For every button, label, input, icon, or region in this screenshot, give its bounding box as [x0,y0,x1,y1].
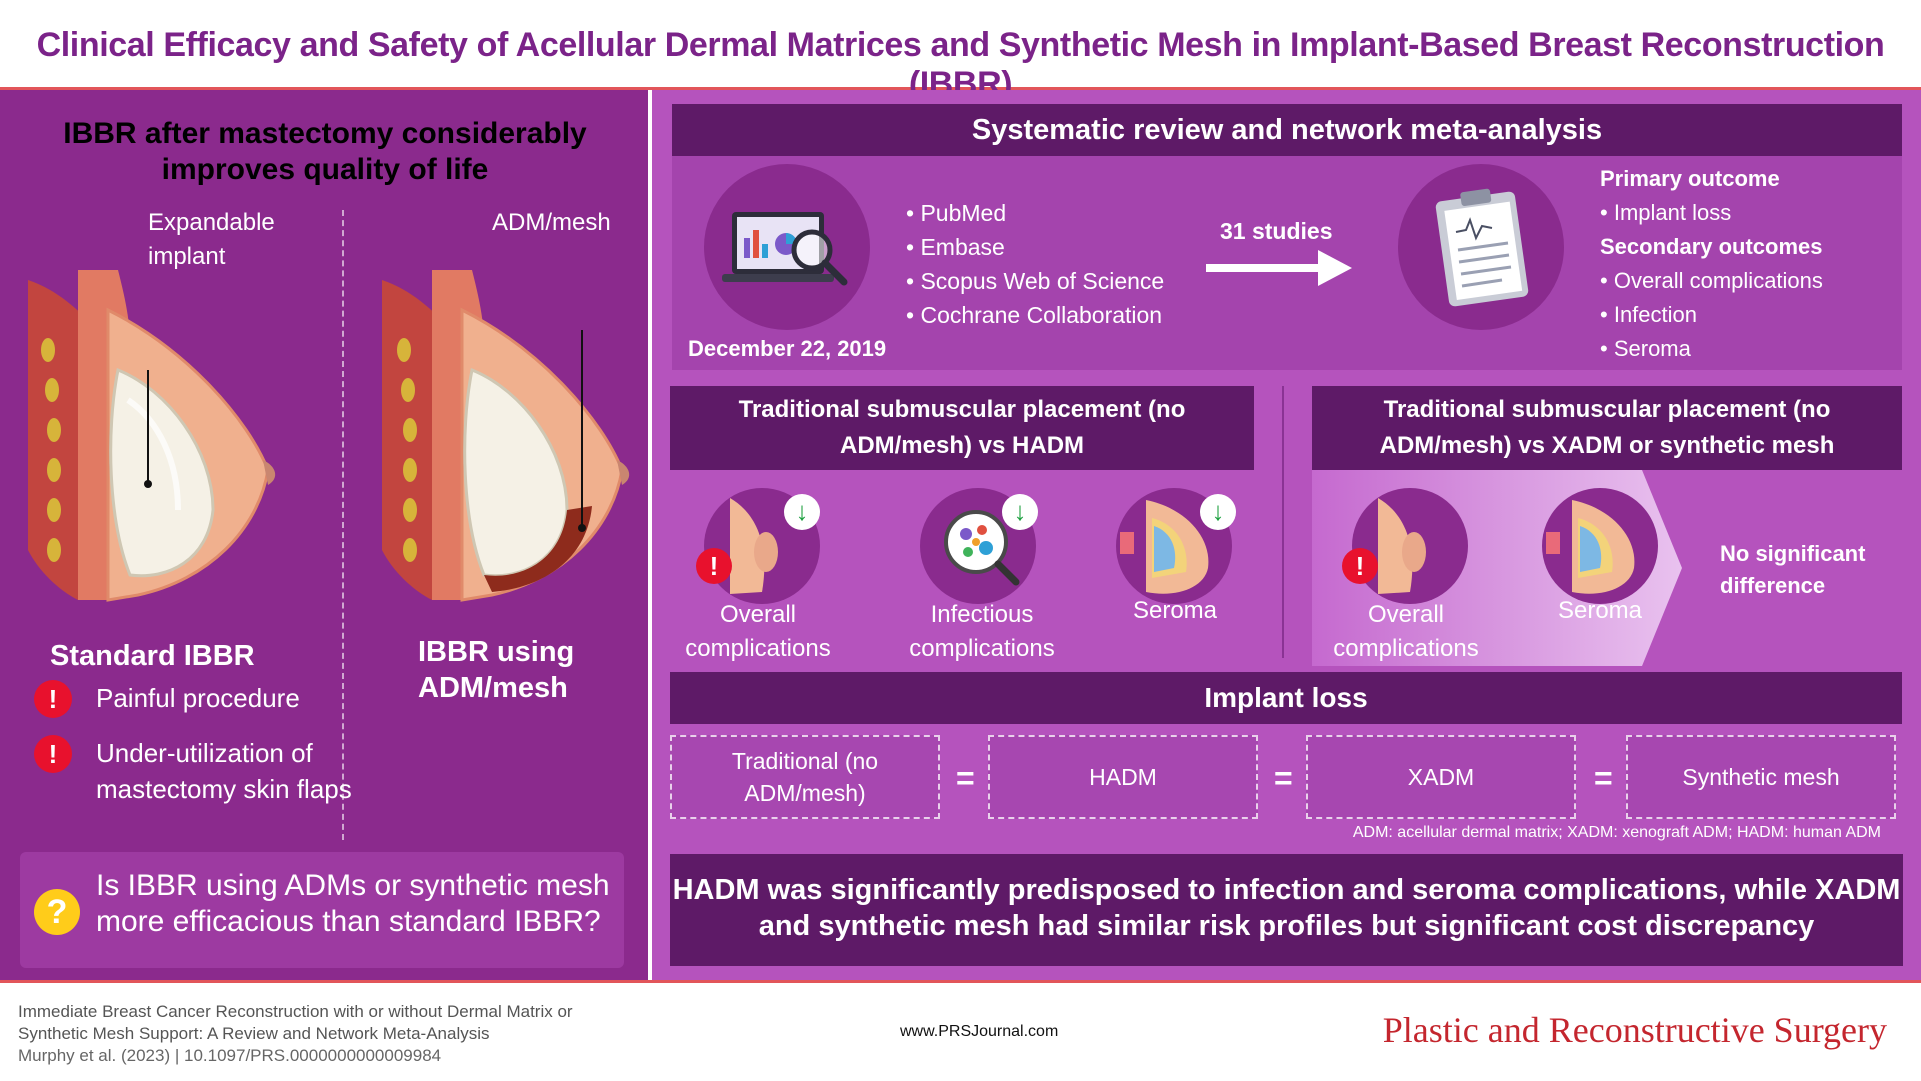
adm-mesh-ibbr-illustration [382,270,630,602]
header: Clinical Efficacy and Safety of Acellula… [0,0,1921,103]
group-label: XADM [1407,764,1475,790]
database-item: • Scopus Web of Science [906,268,1165,294]
standard-ibbr-label: Standard IBBR [50,640,255,672]
methods-panel [672,138,1902,370]
implant-loss-group: XADM [1306,735,1576,819]
implant-loss-group: HADM [988,735,1258,819]
xadm-outcome-label: Seroma [1557,597,1643,624]
reference-title-line: Synthetic Mesh Support: A Review and Net… [18,1024,490,1043]
laptop-search-icon [722,212,848,286]
dashed-divider [342,210,344,840]
xadm-outcome-label: Overall complications [1333,601,1479,662]
alert-icon: ! [1342,548,1378,584]
overall-complications-icon [1352,488,1468,604]
clipboard-icon [1435,188,1529,307]
seroma-icon [1542,488,1658,604]
drawback-text: Painful procedure [96,683,300,713]
comparison-xadm-title: Traditional submuscular placement (no AD… [1312,386,1902,470]
research-question: Is IBBR using ADMs or synthetic mesh mor… [96,869,610,938]
reference-citation: Murphy et al. (2023) | 10.1097/PRS.00000… [18,1046,442,1065]
comparison-divider [1282,386,1284,658]
outcomes-list: Primary outcome • Implant loss Secondary… [1600,162,1900,366]
footer: Immediate Breast Cancer Reconstruction w… [0,980,1921,1081]
overall-complications-icon [704,488,820,604]
callout-adm-mesh: ADM/mesh [492,209,611,236]
callout-expandable-implant: Expandable implant [148,209,275,270]
left-panel: IBBR after mastectomy considerably impro… [0,90,648,980]
outcomes-circle [1398,164,1564,330]
panel-divider [648,90,652,980]
standard-ibbr-illustration [28,270,276,602]
database-item: • Embase [906,234,1005,260]
group-label: HADM [1089,764,1157,790]
article-reference: Immediate Breast Cancer Reconstruction w… [18,1001,698,1067]
alert-icon: ! [696,548,732,584]
hadm-outcome-label: Overall complications [685,601,831,662]
database-list: • PubMed • Embase • Scopus Web of Scienc… [906,196,1164,332]
outcome-item: • Implant loss [1600,200,1732,225]
conclusion-box: HADM was significantly predisposed to in… [670,854,1903,966]
decrease-arrow-icon: ↓ [784,494,820,530]
journal-website-link[interactable]: www.PRSJournal.com [900,1023,1059,1040]
decrease-arrow-icon: ↓ [1002,494,1038,530]
outcome-item: • Overall complications [1600,268,1823,293]
methods-title: Systematic review and network meta-analy… [672,104,1902,156]
infographic-title: Clinical Efficacy and Safety of Acellula… [36,26,1885,103]
reference-title-line: Immediate Breast Cancer Reconstruction w… [18,1002,573,1021]
group-label: Traditional (no ADM/mesh) [731,748,879,806]
question-icon: ? [34,889,80,935]
right-arrow-icon [1206,250,1352,286]
decrease-arrow-icon: ↓ [1200,494,1236,530]
study-count: 31 studies [1220,218,1333,244]
journal-logo: Plastic and Reconstructive Surgery [1382,1010,1887,1050]
group-label: Synthetic mesh [1682,764,1840,790]
primary-outcome-heading: Primary outcome [1600,166,1780,191]
outcome-item: • Seroma [1600,336,1691,361]
no-difference-result: No significant difference [1720,541,1866,598]
implant-loss-group: Traditional (no ADM/mesh) [670,735,940,819]
database-search-circle [704,164,870,330]
lead-statement: IBBR after mastectomy considerably impro… [63,117,587,186]
comparison-hadm-title: Traditional submuscular placement (no AD… [670,386,1254,470]
adm-ibbr-label: IBBR using ADM/mesh [418,636,575,704]
alert-icon: ! [34,680,72,718]
right-panel: Systematic review and network meta-analy… [652,90,1921,980]
alert-icon: ! [34,735,72,773]
equals-sign: = [956,760,975,796]
abbreviation-note: ADM: acellular dermal matrix; XADM: xeno… [1352,824,1881,841]
database-item: • Cochrane Collaboration [906,302,1163,328]
secondary-outcome-heading: Secondary outcomes [1600,234,1823,259]
hadm-outcome-label: Infectious complications [909,601,1055,662]
database-item: • PubMed [906,200,1007,226]
implant-loss-title: Implant loss [670,672,1902,724]
research-question-box: ? Is IBBR using ADMs or synthetic mesh m… [20,852,624,968]
equals-sign: = [1594,760,1613,796]
outcome-item: • Infection [1600,302,1697,327]
search-date: December 22, 2019 [688,336,887,361]
drawback-text: Under-utilization of mastectomy skin fla… [96,738,352,804]
infection-icon [920,488,1036,604]
hadm-outcome-label: Seroma [1132,597,1218,624]
implant-loss-group: Synthetic mesh [1626,735,1896,819]
equals-sign: = [1274,760,1293,796]
